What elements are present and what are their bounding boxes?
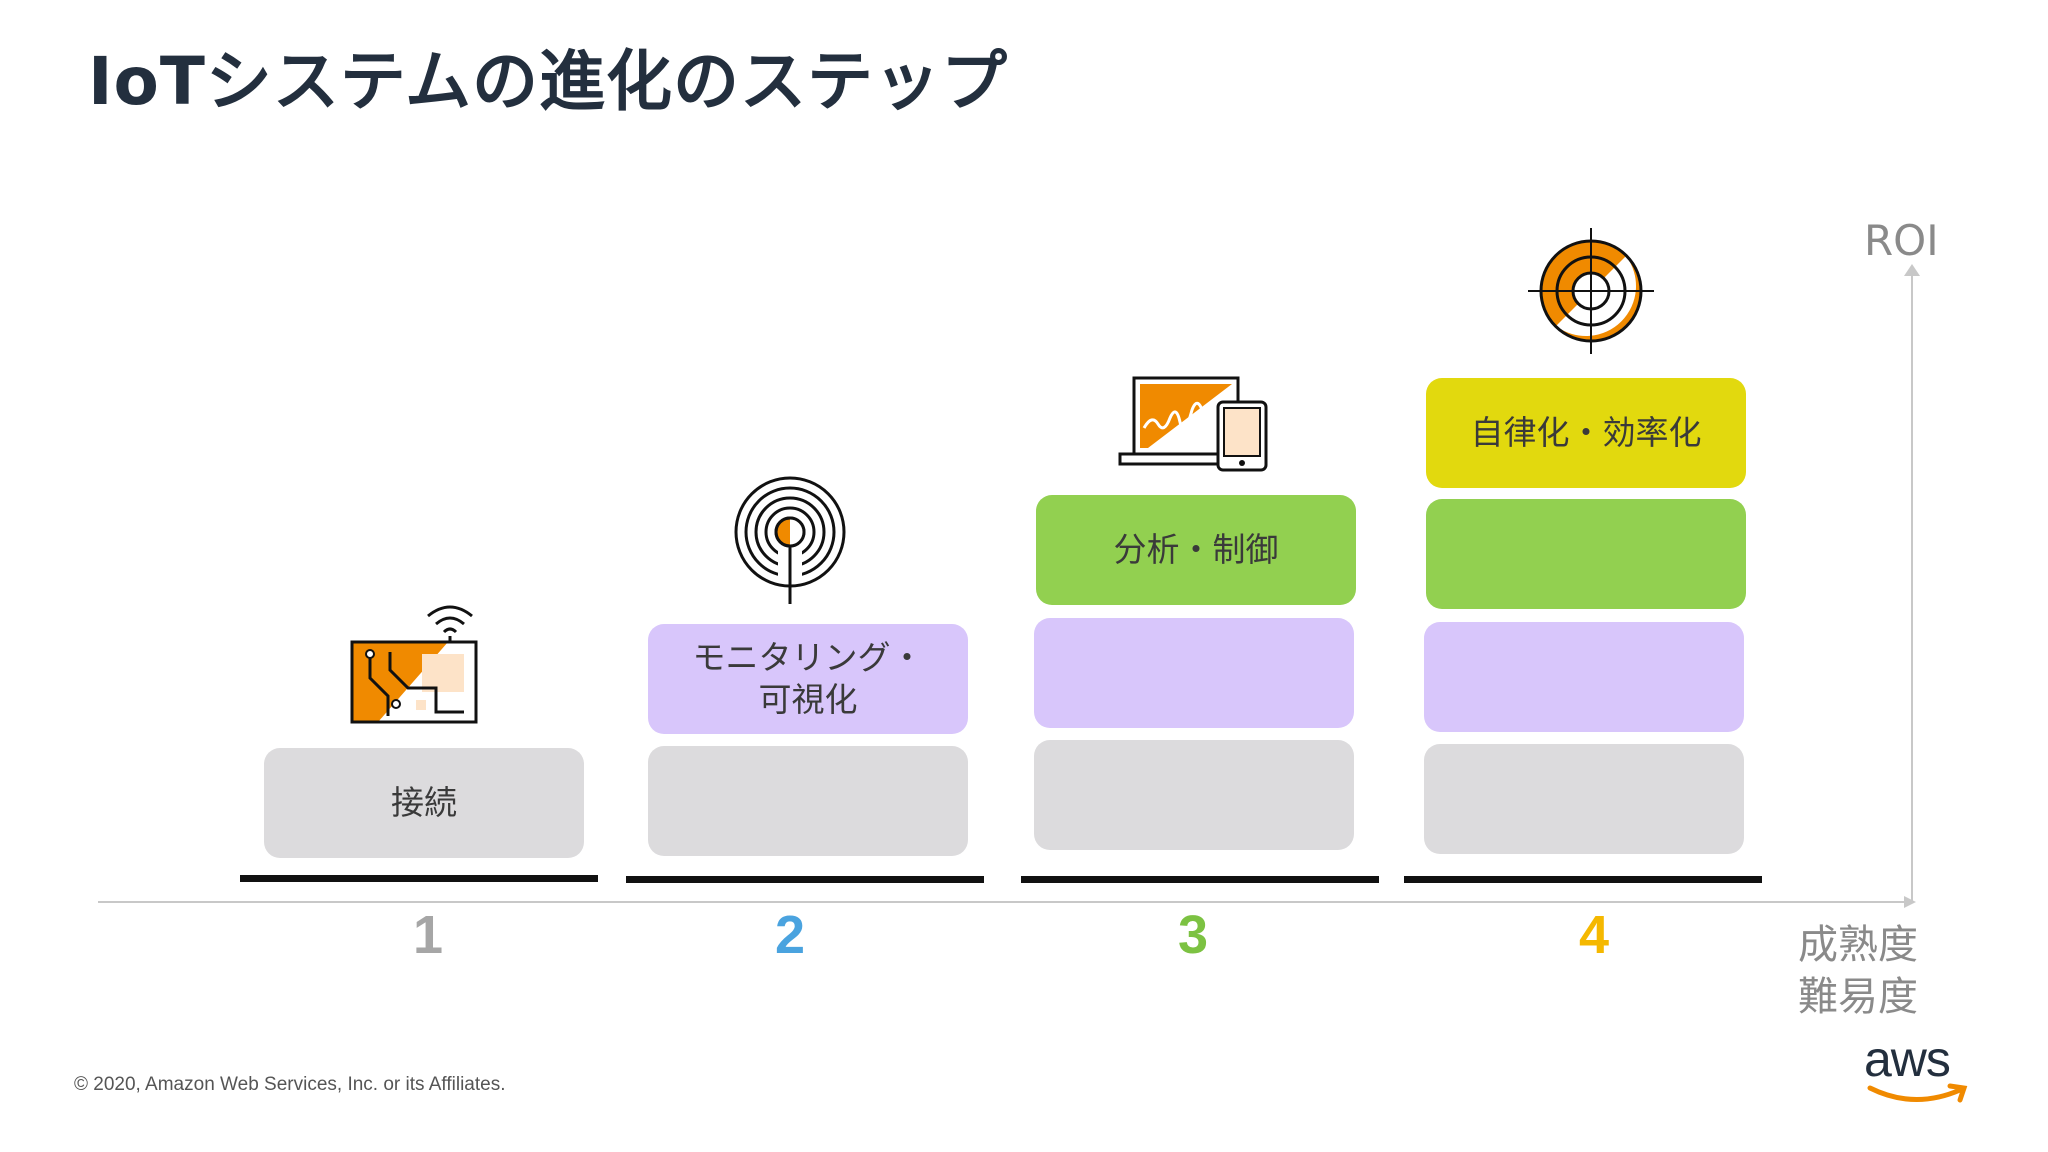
step-3-number-text: 3 — [1177, 905, 1209, 965]
aws-smile-icon — [1867, 1083, 1968, 1103]
iot-device-wifi-icon — [350, 605, 478, 724]
step-2-monitoring-block: モニタリング・ 可視化 — [648, 624, 968, 734]
step-3-number: 3 — [1143, 904, 1243, 966]
step-2-baseline — [626, 876, 984, 883]
step-2-number-text: 2 — [774, 905, 806, 965]
step-4-label: 自律化・効率化 — [1470, 413, 1702, 452]
aws-logo: aws — [1864, 1031, 1974, 1116]
step-4-autonomy-block: 自律化・効率化 — [1426, 378, 1746, 488]
step-4-monitoring-block — [1424, 622, 1744, 732]
step-1-label: 接続 — [391, 783, 457, 822]
step-3-analysis-block: 分析・制御 — [1036, 495, 1356, 605]
step-2-label: モニタリング・ 可視化 — [692, 638, 924, 719]
broadcast-antenna-icon — [734, 476, 846, 604]
y-axis-line — [1911, 272, 1913, 903]
step-2-base-block — [648, 746, 968, 856]
x-axis-label-maturity: 成熟度 — [1798, 922, 1918, 968]
y-axis-arrow-icon — [1904, 264, 1920, 276]
aws-logo-text: aws — [1864, 1031, 1951, 1087]
step-1-number-text: 1 — [412, 905, 444, 965]
step-3-monitoring-block — [1034, 618, 1354, 728]
step-4-number: 4 — [1544, 904, 1644, 966]
step-1-connect-block: 接続 — [264, 748, 584, 858]
x-axis-line — [98, 901, 1910, 903]
x-axis-label-difficulty: 難易度 — [1798, 974, 1918, 1020]
x-axis-arrow-icon — [1904, 896, 1916, 908]
step-4-number-text: 4 — [1578, 905, 1610, 965]
step-4-analysis-block — [1426, 499, 1746, 609]
slide-title: IoTシステムの進化のステップ — [88, 43, 1008, 120]
step-4-baseline — [1404, 876, 1762, 883]
target-crosshair-icon — [1528, 228, 1654, 354]
step-3-base-block — [1034, 740, 1354, 850]
step-3-baseline — [1021, 876, 1379, 883]
y-axis-label: ROI — [1864, 216, 1939, 265]
step-4-base-block — [1424, 744, 1744, 854]
laptop-tablet-chart-icon — [1118, 376, 1268, 472]
step-3-label: 分析・制御 — [1113, 530, 1279, 569]
step-2-number: 2 — [740, 904, 840, 966]
copyright-footer: © 2020, Amazon Web Services, Inc. or its… — [74, 1074, 506, 1095]
step-1-number: 1 — [378, 904, 478, 966]
step-1-baseline — [240, 875, 598, 882]
